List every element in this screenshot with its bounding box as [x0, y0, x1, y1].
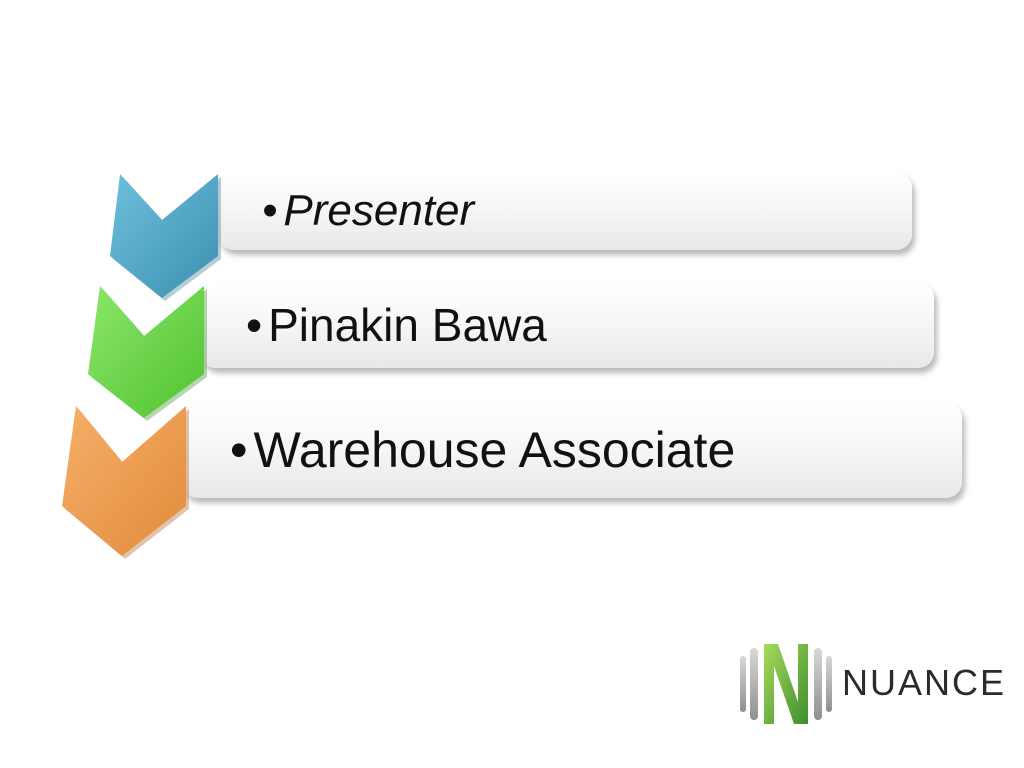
- step-text: • Warehouse Associate: [182, 402, 735, 498]
- nuance-wordmark: NUANCE: [842, 662, 1007, 703]
- step-text: • Presenter: [218, 172, 474, 250]
- step-bar: • Presenter: [218, 172, 912, 250]
- chevron-down-icon: [110, 174, 221, 301]
- nuance-logo-mark-icon: [740, 644, 832, 724]
- step-label: Presenter: [283, 186, 475, 235]
- step-bar: • Pinakin Bawa: [200, 282, 934, 368]
- chevron-down-icon: [88, 286, 207, 421]
- bullet: •: [230, 422, 248, 478]
- chevron-fill: [88, 286, 204, 418]
- step-label: Warehouse Associate: [253, 422, 736, 478]
- step-bar: • Warehouse Associate: [182, 402, 962, 498]
- nuance-logo: NUANCE: [736, 636, 1006, 732]
- chevron-fill: [62, 406, 186, 556]
- bullet: •: [262, 186, 278, 235]
- step-label: Pinakin Bawa: [268, 299, 547, 351]
- chevron-down-icon: [62, 406, 189, 559]
- step-text: • Pinakin Bawa: [200, 282, 547, 368]
- chevron-fill: [110, 174, 218, 298]
- bullet: •: [246, 299, 263, 351]
